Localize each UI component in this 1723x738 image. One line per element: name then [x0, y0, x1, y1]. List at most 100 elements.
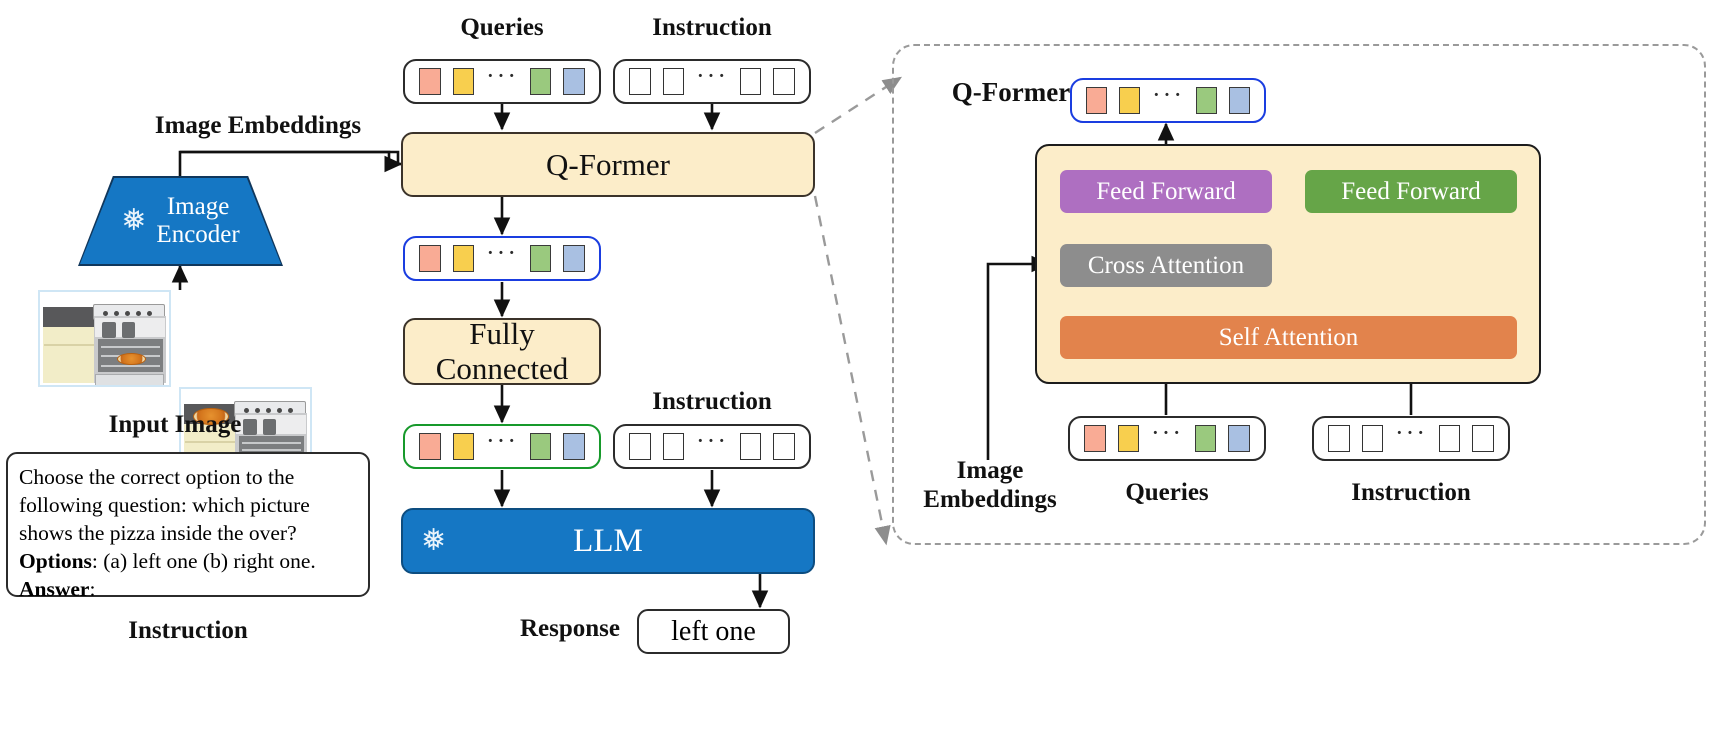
q-former-panel-output-strip[interactable]: ···: [1070, 78, 1266, 123]
query-token-3: [529, 433, 552, 460]
instruction-token-1: [629, 433, 651, 460]
knob: [136, 310, 142, 316]
instruction-token-3: [739, 68, 762, 95]
queries-token-strip-top[interactable]: ···: [403, 59, 601, 104]
prompt-options-line: Options: (a) left one (b) right one.: [19, 548, 357, 576]
prompt-options-key: Options: [19, 548, 92, 573]
instruction-token-strip-top[interactable]: ···: [613, 59, 811, 104]
instruction-token-4: [773, 433, 795, 460]
prompt-answer-line: Answer:: [19, 576, 357, 604]
query-token-3: [529, 245, 552, 272]
prompt-answer-value: :: [89, 576, 96, 601]
cabinet: [42, 327, 100, 384]
cooktop: [95, 318, 166, 339]
query-token-1: [419, 433, 441, 460]
query-token-4: [563, 245, 585, 272]
feed-forward-right-label: Feed Forward: [1341, 177, 1481, 205]
feed-forward-right-block[interactable]: Feed Forward: [1305, 170, 1517, 213]
instruction-token-3: [739, 433, 762, 460]
instruction-label-top: Instruction: [652, 14, 772, 41]
snowflake-icon: ❅: [121, 204, 147, 237]
image-encoder-label-line2: Encoder: [156, 221, 240, 248]
panel-instruction-strip[interactable]: ···: [1312, 416, 1510, 461]
llm-block[interactable]: ❅ LLM: [401, 508, 815, 574]
burner: [262, 426, 277, 436]
query-token-2: [452, 433, 474, 460]
input-thumbnail-left[interactable]: [38, 290, 171, 387]
burner: [262, 419, 277, 429]
instruction-token-strip-middle[interactable]: ···: [613, 424, 811, 469]
pizza-icon: [192, 407, 230, 426]
panel-image-embeddings-label: Image Embeddings: [900, 457, 1080, 515]
image-encoder-block: ❅ Image Encoder: [78, 176, 283, 266]
instruction-token-2: [662, 68, 684, 95]
llm-label: LLM: [573, 522, 643, 559]
pizza-icon: [117, 353, 147, 366]
panel-image-embeddings-line2: Embeddings: [923, 485, 1057, 513]
prompt-options-value: : (a) left one (b) right one.: [91, 548, 316, 573]
prompt-line-1: Choose the correct option to the: [19, 465, 295, 489]
q-former-panel-title: Q-Former: [951, 77, 1071, 107]
burner: [121, 329, 136, 339]
burner: [243, 426, 257, 436]
q-former-label: Q-Former: [546, 146, 670, 182]
cabinet-divider: [43, 344, 99, 346]
knob: [254, 407, 260, 413]
instruction-token-4: [773, 68, 795, 95]
burner: [102, 322, 116, 332]
image-encoder-fill: [80, 178, 281, 264]
query-token-1: [1084, 425, 1106, 452]
panel-queries-label: Queries: [1125, 479, 1209, 506]
cross-attention-label: Cross Attention: [1087, 251, 1245, 279]
fully-connected-block[interactable]: Fully Connected: [403, 316, 601, 385]
instruction-token-4: [1472, 425, 1494, 452]
snowflake-icon: ❅: [421, 524, 447, 557]
query-token-1: [419, 245, 441, 272]
instruction-label-bottom-left: Instruction: [128, 617, 248, 644]
oven-window: [98, 338, 163, 372]
panel-queries-strip[interactable]: ···: [1068, 416, 1266, 461]
knob: [113, 310, 119, 316]
query-token-2: [1117, 425, 1139, 452]
self-attention-block[interactable]: Self Attention: [1060, 316, 1517, 359]
query-token-2: [452, 68, 474, 95]
query-token-3: [529, 68, 552, 95]
instruction-token-2: [1361, 425, 1383, 452]
feed-forward-left-block[interactable]: Feed Forward: [1060, 170, 1272, 213]
oven-door: [94, 373, 164, 385]
query-token-2: [452, 245, 474, 272]
query-token-1: [1086, 87, 1107, 114]
cross-attention-block[interactable]: Cross Attention: [1060, 244, 1272, 287]
instruction-token-2: [662, 433, 684, 460]
query-token-4: [1228, 425, 1250, 452]
query-token-4: [563, 433, 585, 460]
input-image-label: Input Image: [108, 411, 242, 438]
knob: [125, 310, 131, 316]
response-value-box: left one: [637, 609, 790, 654]
oven-rack: [241, 441, 301, 444]
instruction-token-3: [1438, 425, 1461, 452]
instruction-token-1: [629, 68, 651, 95]
response-text: left one: [671, 615, 756, 647]
query-token-2: [1119, 87, 1140, 114]
instruction-token-1: [1328, 425, 1350, 452]
knob: [266, 407, 272, 413]
q-former-zoom-panel: [892, 44, 1706, 545]
stove-backsplash: [93, 304, 166, 321]
query-token-3: [1195, 87, 1217, 114]
query-token-1: [419, 68, 441, 95]
prompt-answer-key: Answer: [19, 576, 90, 601]
burner: [121, 322, 136, 332]
knob: [102, 310, 108, 316]
self-attention-label: Self Attention: [1218, 323, 1359, 351]
query-token-4: [563, 68, 585, 95]
instruction-prompt-card: Choose the correct option to the followi…: [6, 452, 370, 601]
cooktop: [236, 415, 307, 436]
projected-token-strip[interactable]: ···: [403, 424, 601, 469]
q-former-block[interactable]: Q-Former: [401, 132, 815, 197]
cabinet-divider: [184, 441, 240, 443]
query-token-4: [1228, 87, 1250, 114]
burner: [243, 419, 257, 429]
oven-rack: [241, 448, 301, 451]
q-former-output-strip[interactable]: ···: [403, 236, 601, 281]
